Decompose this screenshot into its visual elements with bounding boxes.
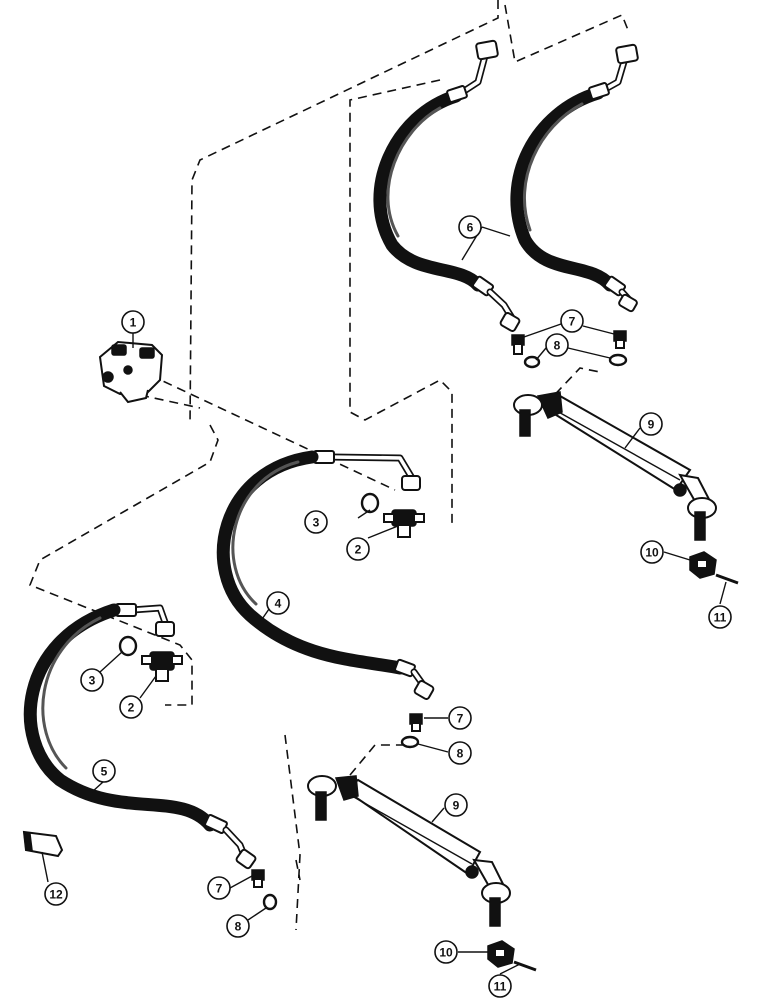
callout-11-upper: 11 <box>708 605 732 629</box>
callout-8-middle-label: 8 <box>457 747 464 761</box>
tee-fitting-middle <box>383 509 425 538</box>
callout-10-lower: 10 <box>434 940 458 964</box>
callout-9-lower-label: 9 <box>453 799 460 813</box>
callout-11-lower: 11 <box>488 974 512 998</box>
adapter-upper-left <box>511 334 525 355</box>
callout-7-upper: 7 <box>560 309 584 333</box>
callout-2-middle-label: 2 <box>355 543 362 557</box>
callout-2-lower: 2 <box>119 695 143 719</box>
cotter-pin-lower <box>513 960 537 972</box>
callout-7-middle-label: 7 <box>457 712 464 726</box>
callout-8-lower: 8 <box>226 914 250 938</box>
callout-3-middle: 3 <box>304 510 328 534</box>
callout-8-lower-label: 8 <box>235 920 242 934</box>
callout-7-middle: 7 <box>448 706 472 730</box>
callout-2-lower-label: 2 <box>128 701 135 715</box>
callout-9-upper-label: 9 <box>648 418 655 432</box>
dashed-assembly-lines <box>28 0 629 931</box>
hose-assembly-middle <box>216 450 435 700</box>
callout-6: 6 <box>458 215 482 239</box>
hose-assembly-upper-left <box>373 39 521 332</box>
callout-8-upper-label: 8 <box>554 339 561 353</box>
callout-4: 4 <box>266 591 290 615</box>
callout-3-lower-label: 3 <box>89 674 96 688</box>
callout-11-upper-label: 11 <box>714 611 727 625</box>
o-ring-small-upper-left <box>523 355 541 369</box>
callout-8-middle: 8 <box>448 741 472 765</box>
callout-3-middle-label: 3 <box>313 516 320 530</box>
castle-nut-lower <box>487 940 515 968</box>
callout-2-middle: 2 <box>346 537 370 561</box>
callout-10-upper-label: 10 <box>645 546 659 560</box>
callout-1: 1 <box>121 310 145 334</box>
callout-3-lower: 3 <box>80 668 104 692</box>
hose-assembly-lower <box>23 603 257 870</box>
callout-6-label: 6 <box>467 221 474 235</box>
callout-1-label: 1 <box>130 316 137 330</box>
o-ring-small-middle <box>400 735 420 749</box>
callout-12-label: 12 <box>49 888 63 902</box>
castle-nut-upper <box>689 551 717 579</box>
hose-clamp <box>22 830 64 858</box>
callout-5: 5 <box>92 759 116 783</box>
steering-cylinder-lower <box>307 775 511 927</box>
callout-7-upper-label: 7 <box>569 315 576 329</box>
callout-7-lower: 7 <box>207 876 231 900</box>
callout-9-lower: 9 <box>444 793 468 817</box>
callout-leaders <box>41 226 727 975</box>
callout-9-upper: 9 <box>639 412 663 436</box>
callout-10-upper: 10 <box>640 540 664 564</box>
tee-fitting-lower <box>141 651 183 682</box>
o-ring-small-lower <box>262 893 278 911</box>
adapter-middle <box>409 713 423 732</box>
callout-4-label: 4 <box>275 597 282 611</box>
adapter-upper-right <box>613 330 627 349</box>
callout-11-lower-label: 11 <box>494 980 507 994</box>
control-valve <box>98 340 164 404</box>
callout-12: 12 <box>44 882 68 906</box>
callout-8-upper: 8 <box>545 333 569 357</box>
o-ring-lower <box>118 635 138 657</box>
callout-5-label: 5 <box>101 765 108 779</box>
callout-7-lower-label: 7 <box>216 882 223 896</box>
steering-cylinder-upper <box>513 391 717 541</box>
hose-assembly-upper-right <box>510 43 639 313</box>
o-ring-small-upper-right <box>608 353 628 367</box>
callout-10-lower-label: 10 <box>439 946 453 960</box>
adapter-lower <box>251 869 265 888</box>
o-ring-middle <box>360 492 380 514</box>
cotter-pin-upper <box>715 573 739 585</box>
